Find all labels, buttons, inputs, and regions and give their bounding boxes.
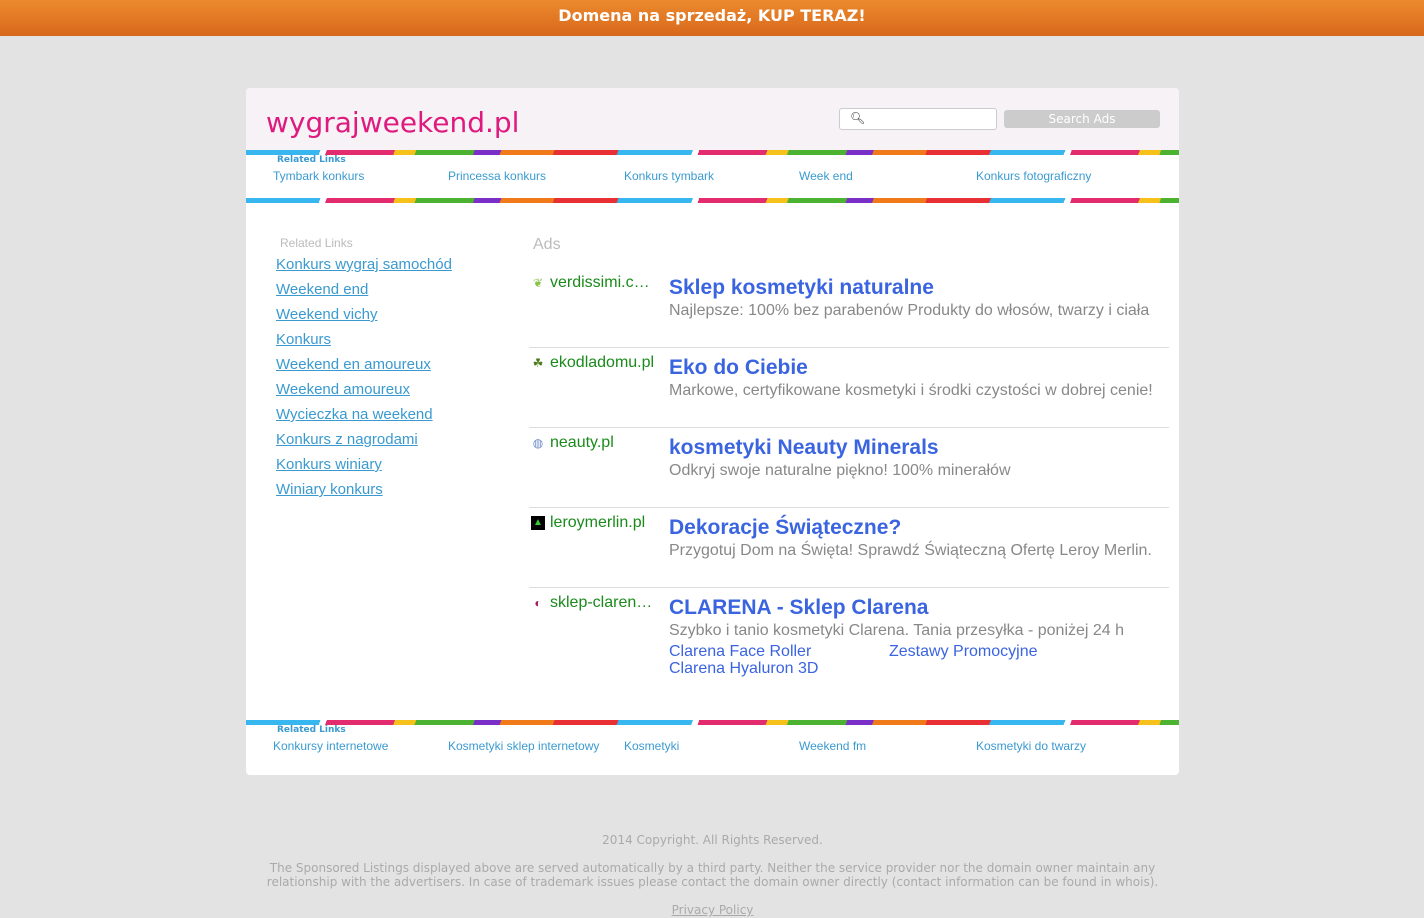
side-link[interactable]: Weekend vichy <box>276 306 378 323</box>
leaves-icon: ☘ <box>532 356 544 370</box>
ad-item[interactable]: ☘ ekodladomu.pl Eko do Ciebie Markowe, c… <box>529 348 1169 428</box>
bottom-link[interactable]: Kosmetyki sklep internetowy <box>448 739 600 753</box>
leaf-icon: ❦ <box>532 276 544 290</box>
clarena-icon: ◐ <box>534 596 542 610</box>
bottom-link[interactable]: Kosmetyki <box>624 739 680 753</box>
related-links-title: Related Links <box>277 725 346 735</box>
top-link[interactable]: Tymbark konkurs <box>273 169 365 183</box>
main-card: wygrajweekend.pl 🔍︎ Search Ads Related L… <box>246 88 1179 775</box>
side-link[interactable]: Konkurs winiary <box>276 456 382 473</box>
ad-title[interactable]: Sklep kosmetyki naturalne <box>669 276 934 299</box>
ad-description: Szybko i tanio kosmetyki Clarena. Tania … <box>669 622 1125 639</box>
side-link[interactable]: Winiary konkurs <box>276 481 383 498</box>
ad-description: Najlepsze: 100% bez parabenów Produkty d… <box>669 302 1150 319</box>
ad-title[interactable]: Eko do Ciebie <box>669 356 808 379</box>
search-input[interactable]: 🔍︎ <box>839 108 997 130</box>
side-related-links: Related Links Konkurs wygraj samochód We… <box>276 236 452 506</box>
ad-description: Markowe, certyfikowane kosmetyki i środk… <box>669 382 1153 399</box>
bottom-link[interactable]: Kosmetyki do twarzy <box>976 739 1087 753</box>
stripe-divider <box>246 198 1179 203</box>
top-link[interactable]: Konkurs fotograficzny <box>976 169 1092 183</box>
top-related-links: Related Links Tymbark konkurs Princessa … <box>246 155 1179 198</box>
copyright: 2014 Copyright. All Rights Reserved. <box>602 833 823 847</box>
ad-sitelink[interactable]: Clarena Face Roller <box>669 643 812 660</box>
ad-domain[interactable]: sklep-clarena.pl <box>550 594 655 611</box>
globe-icon: ◍ <box>532 436 544 450</box>
leroymerlin-icon: ▲ <box>531 516 545 530</box>
top-link[interactable]: Princessa konkurs <box>448 169 547 183</box>
bottom-link[interactable]: Weekend fm <box>799 739 867 753</box>
search-icon: 🔍︎ <box>850 111 866 125</box>
search-ads-button[interactable]: Search Ads <box>1004 110 1160 128</box>
disclaimer: The Sponsored Listings displayed above a… <box>266 861 1159 889</box>
privacy-policy-link[interactable]: Privacy Policy <box>671 903 754 917</box>
site-logo[interactable]: wygrajweekend.pl <box>266 106 520 139</box>
side-link[interactable]: Konkurs wygraj samochód <box>276 256 452 273</box>
top-link[interactable]: Konkurs tymbark <box>624 169 715 183</box>
ad-domain[interactable]: verdissimi.com <box>550 274 655 291</box>
side-link[interactable]: Weekend amoureux <box>276 381 410 398</box>
ad-title[interactable]: Dekoracje Świąteczne? <box>669 516 902 539</box>
ad-title[interactable]: kosmetyki Neauty Minerals <box>669 436 939 459</box>
top-link[interactable]: Week end <box>799 169 853 183</box>
stripe-divider <box>246 150 1179 155</box>
ad-domain[interactable]: ekodladomu.pl <box>550 354 655 371</box>
related-links-title: Related Links <box>280 236 353 250</box>
ad-item[interactable]: ❦ verdissimi.com Sklep kosmetyki natural… <box>529 268 1169 348</box>
ad-title[interactable]: CLARENA - Sklep Clarena <box>669 596 929 619</box>
ads-list: Ads ❦ verdissimi.com Sklep kosmetyki nat… <box>529 236 1169 698</box>
stripe-divider <box>246 720 1179 725</box>
side-link[interactable]: Weekend en amoureux <box>276 356 431 373</box>
ad-item[interactable]: ▲ leroymerlin.pl Dekoracje Świąteczne? P… <box>529 508 1169 588</box>
side-link[interactable]: Weekend end <box>276 281 369 298</box>
sale-banner[interactable]: Domena na sprzedaż, KUP TERAZ! <box>0 0 1424 36</box>
header: wygrajweekend.pl 🔍︎ Search Ads <box>246 88 1179 150</box>
bottom-related-links: Related Links Konkursy internetowe Kosme… <box>246 725 1179 768</box>
bottom-link[interactable]: Konkursy internetowe <box>273 739 389 753</box>
side-link[interactable]: Konkurs <box>276 331 332 348</box>
related-links-title: Related Links <box>277 155 346 165</box>
ad-description: Odkryj swoje naturalne piękno! 100% mine… <box>669 462 1011 479</box>
side-link[interactable]: Wycieczka na weekend <box>276 406 433 423</box>
ad-domain[interactable]: leroymerlin.pl <box>550 514 646 531</box>
ad-sitelink[interactable]: Clarena Hyaluron 3D <box>669 660 819 677</box>
ad-sitelink[interactable]: Zestawy Promocyjne <box>889 643 1038 660</box>
ads-title: Ads <box>533 236 561 253</box>
ad-description: Przygotuj Dom na Święta! Sprawdź Świątec… <box>669 542 1152 559</box>
ad-domain[interactable]: neauty.pl <box>550 434 614 451</box>
side-link[interactable]: Konkurs z nagrodami <box>276 431 418 448</box>
ad-item[interactable]: ◐ sklep-clarena.pl CLARENA - Sklep Clare… <box>529 588 1169 698</box>
ad-item[interactable]: ◍ neauty.pl kosmetyki Neauty Minerals Od… <box>529 428 1169 508</box>
